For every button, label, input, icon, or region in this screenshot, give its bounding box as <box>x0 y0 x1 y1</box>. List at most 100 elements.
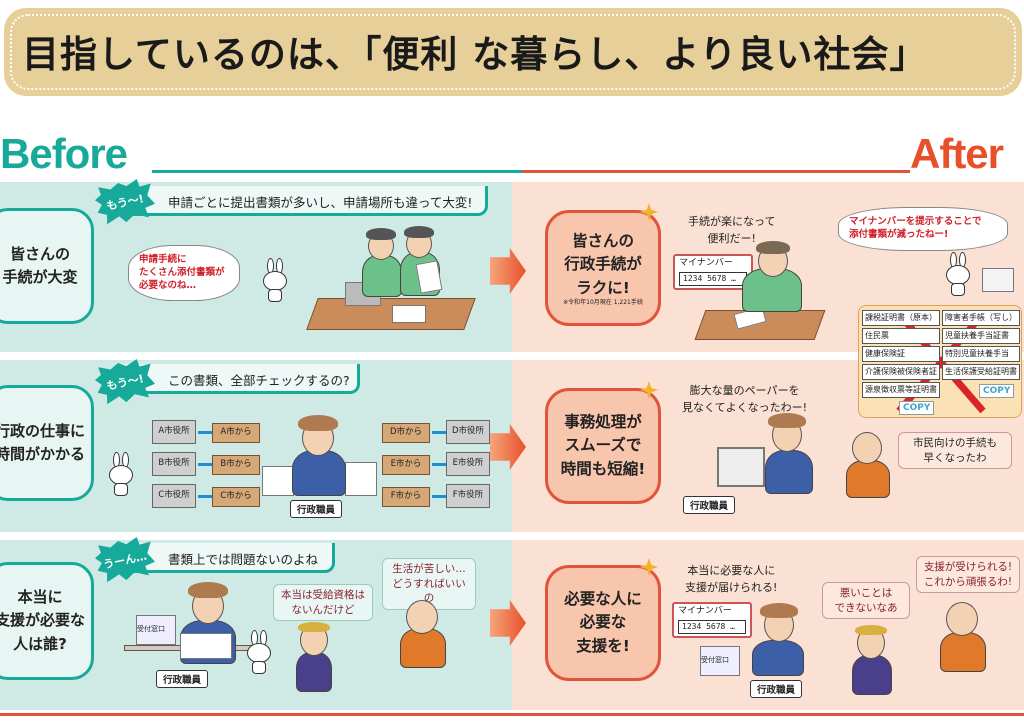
staff-tag: 行政職員 <box>750 680 803 698</box>
city-office-f: F市役所 <box>446 484 490 508</box>
row3-woman-thought-after: 支援が受けられる! これから頑張るわ! <box>916 556 1020 594</box>
row3-after-speech: 本当に必要な人に 支援が届けられる! <box>685 564 778 594</box>
box-from-c: C市から <box>212 487 260 507</box>
document-item: 介護保険被保険者証 <box>862 364 940 380</box>
counter-sign: 受付窓口 <box>700 646 740 676</box>
sparkle-icon <box>640 203 658 221</box>
rabbit-mascot-icon <box>108 452 134 496</box>
box-from-a: A市から <box>212 423 260 443</box>
clerk-hair <box>760 603 798 618</box>
card-number: 1234 5678 … <box>678 619 746 635</box>
row2-before-heading: 行政の仕事に 時間がかかる <box>0 385 94 501</box>
box-from-d: D市から <box>382 423 430 443</box>
after-label: After <box>910 130 1004 177</box>
woman-head <box>946 602 978 636</box>
document-icon <box>180 633 232 659</box>
before-divider <box>152 170 522 173</box>
document-item: 児童扶養手当証書 <box>942 328 1020 344</box>
row3-comment: 書類上では問題ないのよね <box>120 543 335 573</box>
row2-after-speech: 膨大な量のペーパーを 見なくてよくなったわー! <box>682 384 808 414</box>
box-from-f: F市から <box>382 487 430 507</box>
arrow-icon <box>198 463 212 466</box>
arrow-icon <box>432 431 446 434</box>
card-number: 1234 5678 … <box>679 271 747 287</box>
monitor-icon <box>717 447 765 487</box>
row3-man-thought-after: 悪いことは できないなあ <box>822 582 910 620</box>
copy-stamp: COPY <box>899 401 935 415</box>
card-label: マイナンバー <box>679 258 733 268</box>
city-office-c: C市役所 <box>152 484 196 508</box>
city-office-e: E市役所 <box>446 452 490 476</box>
worker-hair <box>366 228 396 240</box>
box-from-b: B市から <box>212 455 260 475</box>
woman-body <box>400 628 446 668</box>
rabbit-mascot-icon <box>246 630 272 674</box>
clerk-hair <box>768 413 806 428</box>
woman-body <box>940 632 986 672</box>
counter-sign-label: 受付窓口 <box>137 625 165 633</box>
city-office-a: A市役所 <box>152 420 196 444</box>
sparkle-icon <box>640 558 658 576</box>
desk-illustration <box>306 298 476 330</box>
paper-stack-icon <box>262 466 294 496</box>
staff-tag: 行政職員 <box>290 500 343 518</box>
bottom-rule <box>0 713 1024 716</box>
worker-hair <box>404 226 434 238</box>
rabbit-mascot-icon <box>262 258 288 302</box>
citizen-body <box>846 460 890 498</box>
card-label: マイナンバー <box>678 606 732 616</box>
clerk-body <box>752 640 804 676</box>
citizen-hair <box>756 241 790 254</box>
document-item: 健康保険証 <box>862 346 940 362</box>
before-label: Before <box>0 130 128 177</box>
arrow-icon <box>432 463 446 466</box>
row1-after-heading: 皆さんの 行政手続が ラクに! ※令和年10月現在 1,221手続 <box>545 210 661 326</box>
row1-rabbit-bubble: 申請手続に たくさん添付書類が 必要なのね… <box>128 245 240 302</box>
staff-tag: 行政職員 <box>683 496 736 514</box>
arrow-icon <box>432 495 446 498</box>
clerk-hair <box>298 415 338 431</box>
document-icon <box>392 305 426 323</box>
page-title: 目指しているのは、「便利 な暮らし、より良い社会」 <box>22 33 928 76</box>
woman-head <box>406 600 438 634</box>
row2-comment: この書類、全部チェックするの? <box>120 364 360 394</box>
after-divider <box>522 170 910 173</box>
citizen-head <box>852 432 882 464</box>
man-hair <box>855 625 887 635</box>
row1-after-heading-text: 皆さんの 行政手続が ラクに! <box>564 232 642 297</box>
clerk-body <box>765 450 813 494</box>
counter-sign-label: 受付窓口 <box>701 656 729 664</box>
row3-after-heading: 必要な人に 必要な 支援を! <box>545 565 661 681</box>
clerk-body <box>292 450 346 496</box>
document-item: 生活保護受給証明書 <box>942 364 1020 380</box>
document-item: 源泉徴収票等証明書 <box>862 382 940 398</box>
arrow-icon <box>198 431 212 434</box>
arrow-icon <box>198 495 212 498</box>
row1-after-speech: 手続が楽になって 便利だー! <box>688 215 776 245</box>
man-body <box>296 652 332 692</box>
paper-stack-icon <box>345 462 377 496</box>
staff-tag: 行政職員 <box>156 670 209 688</box>
row2-citizen-bubble: 市民向けの手続も 早くなったわ <box>898 432 1012 470</box>
crossed-box-icon <box>982 268 1014 292</box>
documents-panel: 課税証明書（原本） 住民票 健康保険証 介護保険被保険者証 源泉徴収票等証明書 … <box>858 305 1022 418</box>
city-office-d: D市役所 <box>446 420 490 444</box>
worker-body <box>362 255 402 297</box>
row1-comment: 申請ごとに提出書類が多いし、申請場所も違って大変! <box>120 186 488 216</box>
counter-sign: 受付窓口 <box>136 615 176 645</box>
document-item: 障害者手帳（写し） <box>942 310 1020 326</box>
man-hair <box>298 622 330 632</box>
mynumber-card: マイナンバー 1234 5678 … <box>672 602 752 639</box>
row1-after-note: ※令和年10月現在 1,221手続 <box>563 298 643 306</box>
mynumber-card: マイナンバー 1234 5678 … <box>673 254 753 291</box>
man-body <box>852 655 892 695</box>
document-item: 住民票 <box>862 328 940 344</box>
rabbit-mascot-icon <box>945 252 971 296</box>
title-banner <box>4 8 1022 96</box>
city-office-b: B市役所 <box>152 452 196 476</box>
row2-after-heading: 事務処理が スムーズで 時間も短縮! <box>545 388 661 504</box>
document-item: 特別児童扶養手当 <box>942 346 1020 362</box>
document-item: 課税証明書（原本） <box>862 310 940 326</box>
row1-before-heading: 皆さんの 手続が大変 <box>0 208 94 324</box>
copy-stamp: COPY <box>979 384 1015 398</box>
